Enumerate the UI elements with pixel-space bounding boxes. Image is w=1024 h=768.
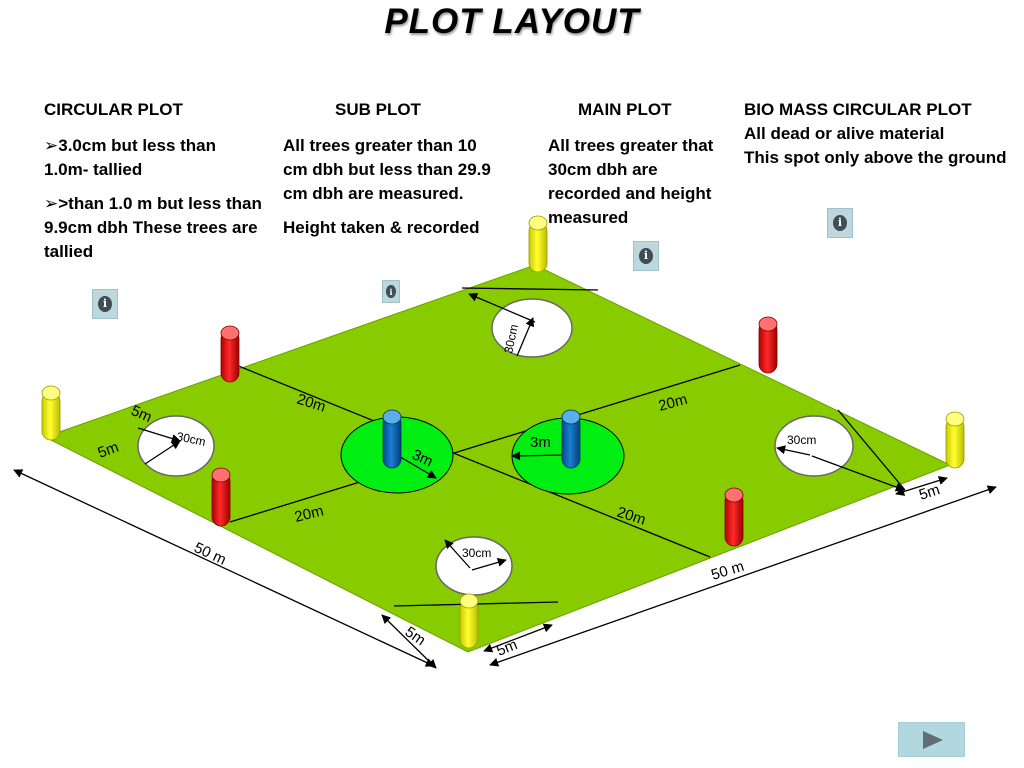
sub-plot-point-1: All trees greater than 10 cm dbh but les… [283,136,491,203]
dimension-label: 5m [917,481,942,504]
radius-label: 30cm [787,433,816,447]
red-pole-bottom-right [724,487,744,547]
blue-pole-left [382,409,402,469]
sub-plot-info-button[interactable]: i [382,280,400,303]
dimension-label: 20m [657,391,690,415]
next-slide-button[interactable] [898,722,965,757]
radius-label: 30cm [175,429,207,449]
right-circular-plot [774,415,854,477]
sub-plot-column: SUB PLOT All trees greater than 10 cm db… [283,98,498,250]
radius-label: 30cm [462,546,491,560]
circular-plot-point-1: ➢3.0cm but less than 1.0m- tallied [44,136,217,179]
dimension-label: 50 m [191,539,228,569]
biomass-plot-line-1: All dead or alive material [744,124,945,143]
info-icon: i [386,285,396,298]
dimension-label: 50 m [709,558,746,584]
top-circular-plot [491,298,573,358]
radius-label: 3m [530,434,551,451]
main-plot-info-button[interactable]: i [633,241,659,271]
yellow-pole-top [528,215,548,273]
arrow-bullet-icon: ➢ [44,194,59,213]
main-plot-column: MAIN PLOT All trees greater that 30cm db… [548,98,728,240]
circular-plot-info-button[interactable]: i [92,289,118,319]
circular-plot-heading: CIRCULAR PLOT [44,100,183,119]
main-plot-heading: MAIN PLOT [578,100,672,119]
main-plot-point-1: All trees greater that 30cm dbh are reco… [548,136,714,227]
info-icon: i [832,214,848,232]
red-pole-top-left [220,325,240,383]
play-icon [922,730,943,749]
circular-plot-point-2: ➢>than 1.0 m but less than 9.9cm dbh The… [44,194,262,261]
biomass-plot-column: BIO MASS CIRCULAR PLOT All dead or alive… [744,98,1024,170]
arrow-bullet-icon: ➢ [44,136,59,155]
red-pole-bottom-left [211,467,231,527]
dimension-label: 5m [96,439,121,462]
dimension-label: 20m [293,502,325,526]
dimension-label: 5m [494,636,520,660]
page-title: PLOT LAYOUT [384,2,640,41]
radius-label: 30cm [501,323,521,355]
biomass-plot-heading: BIO MASS CIRCULAR PLOT [744,100,972,119]
blue-pole-right [561,409,581,469]
sub-plot-heading: SUB PLOT [335,100,421,119]
circular-plot-column: CIRCULAR PLOT ➢3.0cm but less than 1.0m-… [44,98,264,274]
yellow-pole-left [41,385,61,441]
red-pole-top-right [758,316,778,374]
yellow-pole-bottom [459,593,479,649]
yellow-pole-right [945,411,965,469]
info-icon: i [638,247,654,265]
info-icon: i [97,295,113,313]
biomass-plot-line-2: This spot only above the ground [744,148,1007,167]
sub-plot-point-2: Height taken & recorded [283,218,480,237]
biomass-plot-info-button[interactable]: i [827,208,853,238]
